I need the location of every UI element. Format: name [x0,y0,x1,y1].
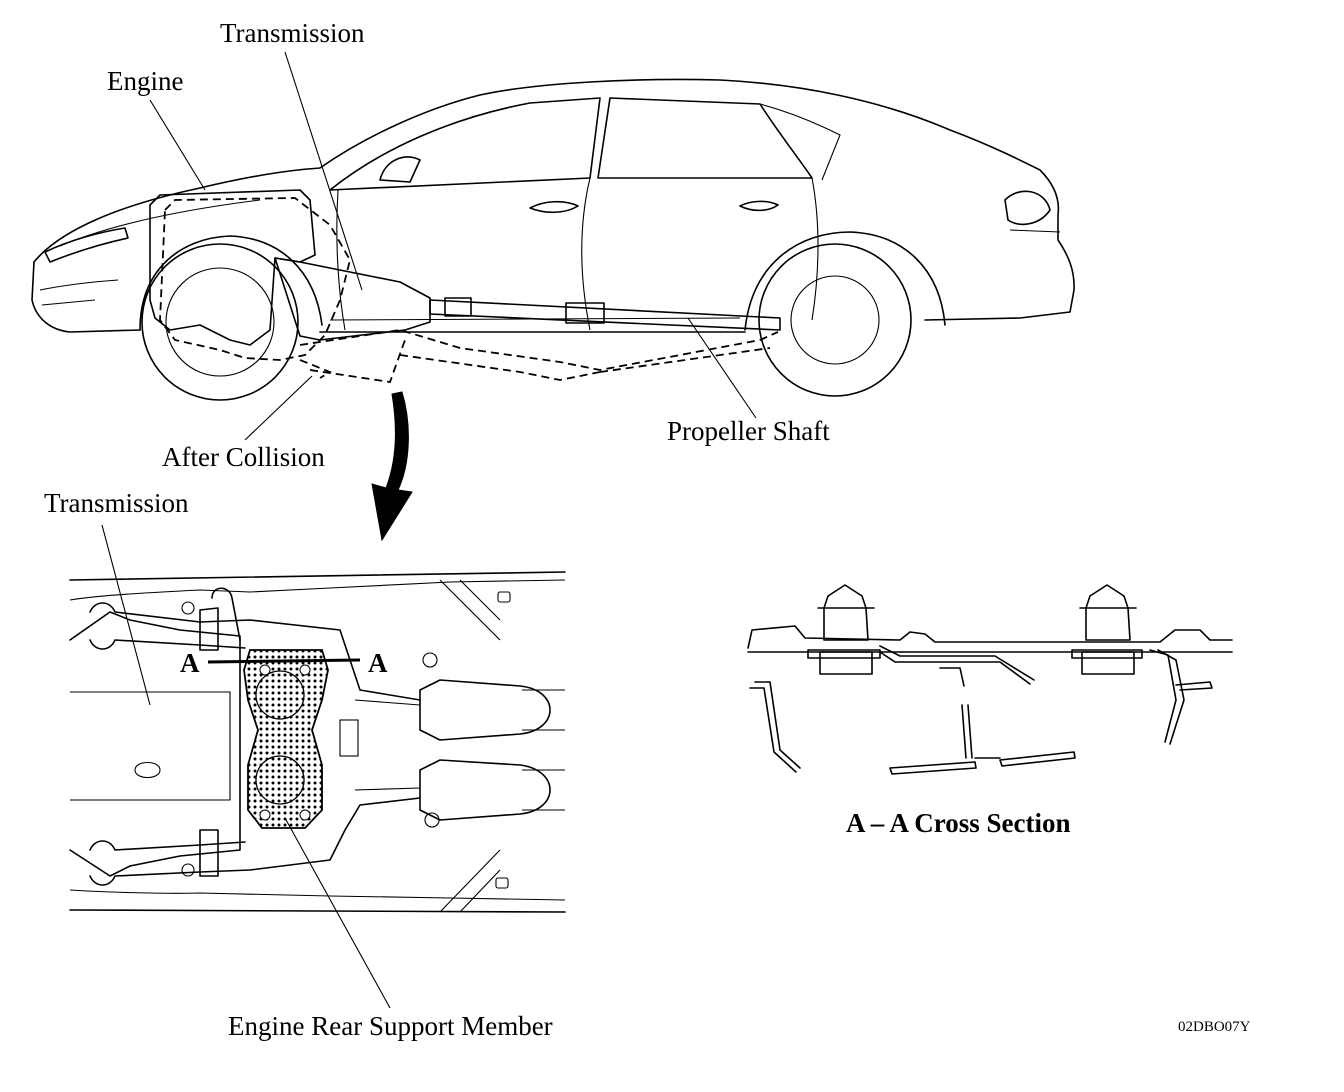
transmission-label-top: Transmission [220,18,365,48]
figure-code: 02DBO07Y [1178,1019,1251,1035]
propeller-shaft-label: Propeller Shaft [667,416,830,446]
leader-lines-bottom [101,524,391,1009]
transmission-label-bottom: Transmission [44,488,189,518]
section-mark-left: A [180,648,200,678]
cross-section-view [747,584,1233,775]
underbody-view [69,571,566,913]
car-side-view [31,78,1075,401]
curved-arrow-icon [371,391,413,542]
engine-label: Engine [107,66,184,96]
after-collision-label: After Collision [162,442,325,472]
engine-rear-support-member-label: Engine Rear Support Member [228,1011,553,1041]
engine-rear-support-member-shape [243,649,329,829]
section-mark-right: A [368,648,388,678]
leader-lines-top [149,51,757,441]
section-line [207,658,361,664]
cross-section-title: A – A Cross Section [846,808,1071,838]
